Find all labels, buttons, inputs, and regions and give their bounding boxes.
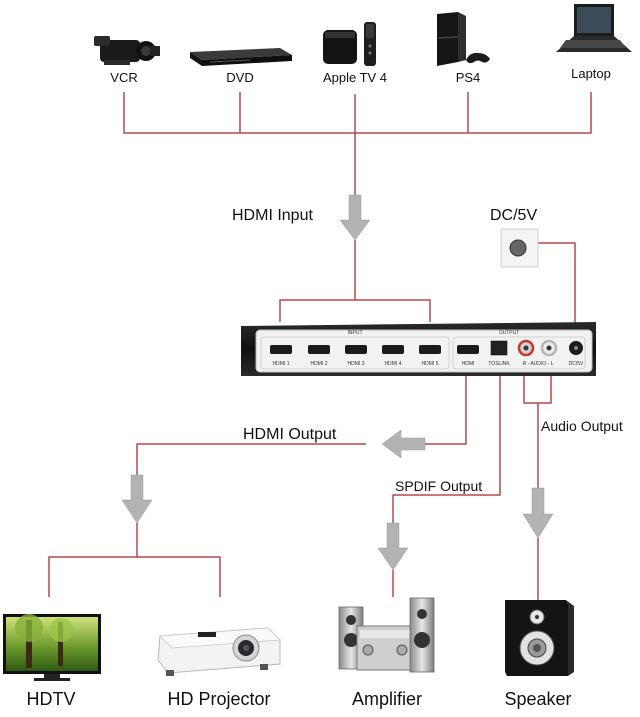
device-port-label-hdmi4: HDMI 4: [384, 361, 402, 367]
device-port-label-hdmi-out: HDMI: [461, 361, 475, 367]
speaker-icon: [505, 600, 574, 676]
dvd-player-icon: [190, 48, 292, 66]
device-output-group-label: OUTPUT: [498, 330, 520, 336]
output-label-amplifier: Amplifier: [351, 689, 423, 709]
input-distribution-wire: [279, 299, 431, 322]
output-label-hdtv: HDTV: [26, 689, 76, 709]
hdmi-input-ports: [270, 345, 441, 354]
dc-wire: [538, 242, 576, 330]
toslink-port: [490, 340, 508, 356]
spdif-output-label: SPDIF Output: [395, 478, 483, 494]
hdmi-input-label: HDMI Input: [232, 207, 313, 224]
audio-wire: [523, 372, 552, 404]
hdmi-output-arrow-icon: [381, 429, 426, 459]
source-label-apple-tv: Apple TV 4: [322, 70, 388, 85]
input-bus-wire: [123, 92, 592, 134]
spdif-wire: [392, 368, 501, 523]
speaker-down-arrow-icon: [522, 487, 554, 539]
source-label-ps4: PS4: [455, 70, 481, 85]
projector-icon: [157, 627, 281, 676]
hdmi-out-wire: [425, 372, 467, 445]
laptop-icon: [556, 4, 632, 52]
device-input-group-label: INPUT: [347, 330, 363, 336]
apple-tv-icon: [323, 22, 376, 66]
output-label-hd-projector: HD Projector: [167, 689, 271, 709]
hdtv-branch-wire: [136, 443, 366, 475]
amp-down-arrow-icon: [377, 522, 409, 571]
hdmi-output-label: HDMI Output: [243, 426, 337, 443]
source-label-laptop: Laptop: [571, 66, 611, 81]
dc-power-jack-icon: [500, 228, 539, 268]
wires: [48, 92, 592, 600]
device-port-label-hdmi2: HDMI 2: [310, 361, 328, 367]
arrows: [121, 194, 554, 571]
amplifier-icon: [338, 597, 435, 673]
source-label-vcr: VCR: [110, 70, 138, 85]
device-port-label-hdmi1: HDMI 1: [272, 361, 290, 367]
display-split-wire: [48, 556, 221, 597]
tv-icon: [3, 614, 101, 681]
dc-label: DC/5V: [490, 207, 538, 224]
audio-output-label: Audio Output: [541, 418, 623, 434]
hdmi-output-port: [457, 345, 479, 354]
device-port-label-dc: DC/5V: [568, 361, 584, 367]
camcorder-icon: [94, 36, 160, 65]
device-port-label-hdmi5: HDMI 5: [421, 361, 439, 367]
output-label-speaker: Speaker: [504, 689, 572, 709]
ps4-console-icon: [437, 12, 490, 66]
hdtv-down-arrow-icon: [121, 474, 153, 524]
hdmi-input-arrow-icon: [339, 194, 371, 241]
source-label-dvd: DVD: [226, 70, 254, 85]
device-port-label-hdmi3: HDMI 3: [347, 361, 365, 367]
hdmi-switch-device: [241, 322, 596, 376]
device-port-label-toslink: TOSLINK: [488, 361, 510, 367]
device-port-label-audio: R - AUDIO - L: [522, 361, 554, 367]
